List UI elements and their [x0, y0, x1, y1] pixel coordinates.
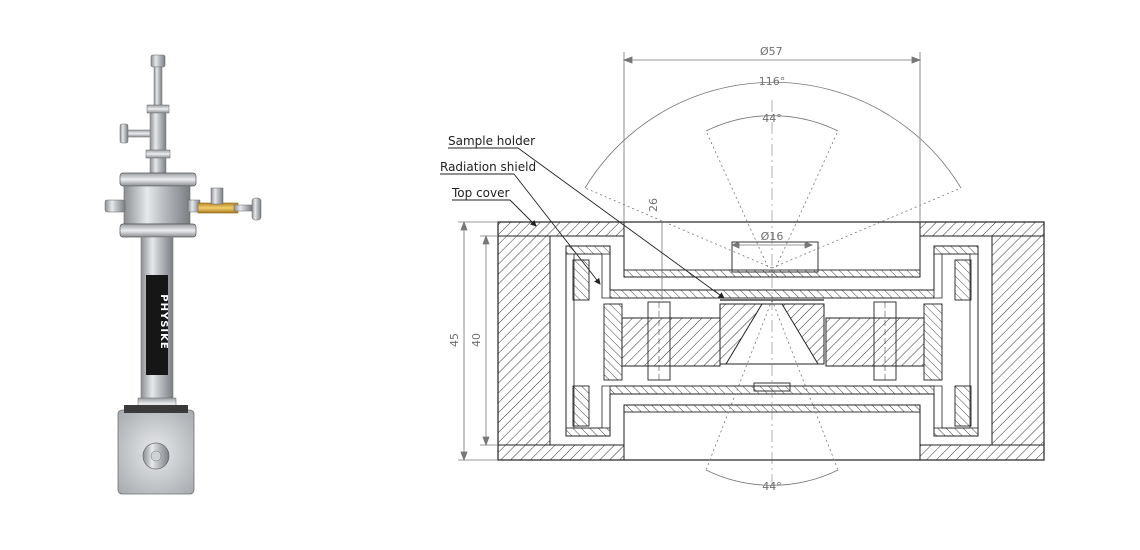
- dim-outer-diameter: Ø57: [760, 45, 783, 58]
- dim-height-40: 40: [470, 333, 483, 347]
- dimensions: [458, 52, 962, 486]
- dim-height-26: 26: [647, 198, 660, 212]
- dim-inner-diameter: Ø16: [761, 230, 784, 243]
- dim-angle-bottom: 44°: [762, 480, 782, 493]
- dim-angle-wide: 116°: [759, 75, 786, 88]
- label-top-cover: Top cover: [451, 186, 509, 200]
- right-stage-plate: [825, 317, 925, 367]
- brand-text: PHYSIKE: [158, 294, 169, 349]
- dim-height-45: 45: [448, 333, 461, 347]
- callouts: [440, 147, 725, 299]
- dim-angle-top: 44°: [762, 112, 782, 125]
- label-sample-holder: Sample holder: [448, 134, 535, 148]
- label-radiation-shield: Radiation shield: [440, 160, 536, 174]
- left-wall: [497, 235, 551, 446]
- cross-section-drawing: [497, 100, 1045, 490]
- left-stage-plate: [621, 317, 721, 367]
- cryostat-photo: PHYSIKE: [104, 54, 262, 495]
- right-wall: [991, 235, 1045, 446]
